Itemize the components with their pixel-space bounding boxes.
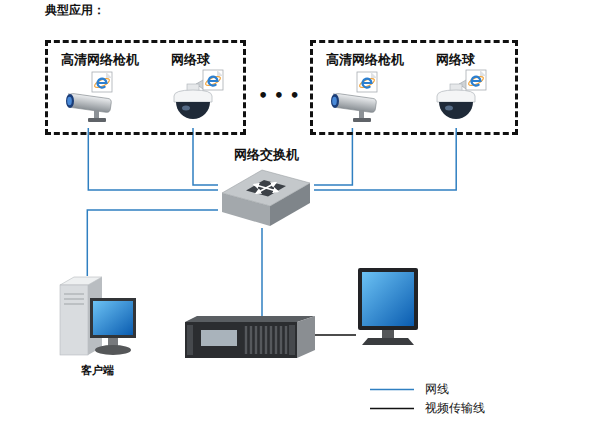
switch-icon <box>256 188 266 194</box>
dome-camera-icon <box>437 70 486 119</box>
nvr-icon <box>185 322 297 358</box>
legend-text: 网线 <box>425 381 449 397</box>
legend-sample <box>368 381 416 397</box>
legend-item: 视频传输线 <box>368 400 568 416</box>
switch-icon <box>266 188 278 192</box>
network-cable <box>314 128 456 190</box>
display-monitor-icon <box>362 272 414 326</box>
nvr-icon <box>187 325 193 355</box>
network-cable <box>87 210 218 276</box>
network-cable <box>261 228 263 316</box>
switch-icon <box>222 170 310 206</box>
dome-camera-icon <box>174 70 223 119</box>
video-cable <box>315 334 356 336</box>
nvr-icon <box>289 325 295 355</box>
node-label: 高清网络枪机 <box>326 53 404 68</box>
switch-icon <box>246 180 286 197</box>
camera-group: 高清网络枪机 网络球 <box>310 40 518 135</box>
display-monitor-icon <box>358 268 418 330</box>
node-label: 高清网络枪机 <box>61 53 139 68</box>
legend-sample <box>368 400 416 416</box>
node-label: 网络球 <box>171 53 210 68</box>
client-pc-icon <box>64 294 84 304</box>
nvr-icon <box>246 326 286 354</box>
bullet-camera-icon <box>331 72 377 122</box>
bullet-camera-icon <box>66 72 112 122</box>
switch-icon <box>266 183 276 189</box>
nvr-recorder <box>185 316 315 360</box>
network-cable <box>193 128 218 185</box>
bullet-camera-icon <box>331 72 377 122</box>
node-label: 网络球 <box>436 53 475 68</box>
switch-icon <box>254 185 266 189</box>
network-cable <box>314 128 352 185</box>
legend-line-sample <box>370 408 414 410</box>
display-monitor <box>356 266 420 346</box>
client-pc-icon <box>95 345 131 355</box>
dome-camera-icon <box>437 70 486 119</box>
switch-icon <box>222 170 310 226</box>
node-label: 网络交换机 <box>234 148 299 163</box>
client-pc: 客户端 <box>55 276 140 378</box>
bullet-camera-icon <box>66 72 112 122</box>
network-cable <box>88 128 218 190</box>
diagram-title: 典型应用： <box>45 2 105 19</box>
legend-line-sample <box>370 389 414 391</box>
switch-icon <box>254 183 278 194</box>
network-switch: 网络交换机 <box>218 146 314 228</box>
dome-camera: 网络球 <box>160 50 220 128</box>
client-pc-icon <box>90 298 136 338</box>
node-label: 客户端 <box>81 365 114 378</box>
display-monitor-icon <box>382 330 394 338</box>
display-monitor-icon <box>358 268 418 345</box>
bullet-camera: 高清网络枪机 <box>55 50 145 128</box>
dome-camera: 网络球 <box>425 50 485 128</box>
nvr-icon <box>185 316 315 322</box>
client-pc-icon <box>93 301 133 335</box>
camera-group: 高清网络枪机 网络球 <box>45 40 246 135</box>
legend-text: 视频传输线 <box>425 400 485 416</box>
legend-item: 网线 <box>368 381 568 397</box>
nvr-icon <box>297 316 315 358</box>
dome-camera-icon <box>174 70 223 119</box>
ellipsis-label: • • • <box>258 86 300 105</box>
display-monitor-icon <box>362 338 414 345</box>
nvr-icon <box>201 330 237 346</box>
client-pc-icon <box>60 285 88 355</box>
client-pc-icon <box>60 277 136 355</box>
bullet-camera: 高清网络枪机 <box>320 50 410 128</box>
nvr-icon <box>185 316 315 358</box>
